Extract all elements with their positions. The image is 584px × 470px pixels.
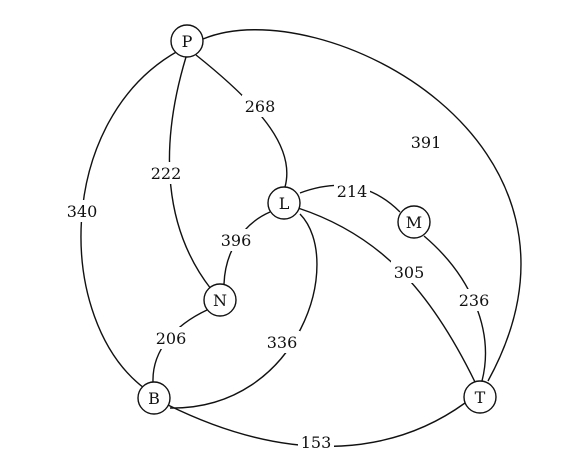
node-N: N <box>203 283 237 317</box>
edge-L-B <box>169 213 318 409</box>
edge-P-L <box>195 54 288 188</box>
node-N-label: N <box>213 291 227 310</box>
edge-P-T <box>202 29 522 382</box>
node-L-label: L <box>279 194 290 213</box>
weight-P-N: 222 <box>151 164 182 183</box>
node-T-label: T <box>475 388 486 407</box>
node-B-label: B <box>148 389 160 408</box>
weight-L-M: 214 <box>337 182 368 201</box>
node-M: M <box>397 205 431 239</box>
weight-P-B: 340 <box>67 202 98 221</box>
node-P: P <box>170 24 204 58</box>
node-T: T <box>463 380 497 414</box>
nodes: P L M N B T <box>137 24 497 415</box>
weight-M-T: 236 <box>459 291 490 310</box>
edge-L-T <box>297 207 476 383</box>
edge-B-T <box>167 402 466 448</box>
weight-P-T: 391 <box>411 133 442 152</box>
node-P-label: P <box>182 32 193 51</box>
node-L: L <box>267 186 301 220</box>
weight-N-B: 206 <box>156 329 187 348</box>
weight-P-L: 268 <box>245 97 276 116</box>
weight-L-B: 336 <box>267 333 298 352</box>
node-B: B <box>137 381 171 415</box>
node-M-label: M <box>406 213 422 232</box>
weight-L-N: 396 <box>221 231 252 250</box>
edge-P-N <box>168 56 212 290</box>
edge-weights: 340 222 268 391 214 396 305 336 236 206 … <box>57 95 492 453</box>
weight-L-T: 305 <box>394 263 425 282</box>
weight-B-T: 153 <box>301 433 332 452</box>
